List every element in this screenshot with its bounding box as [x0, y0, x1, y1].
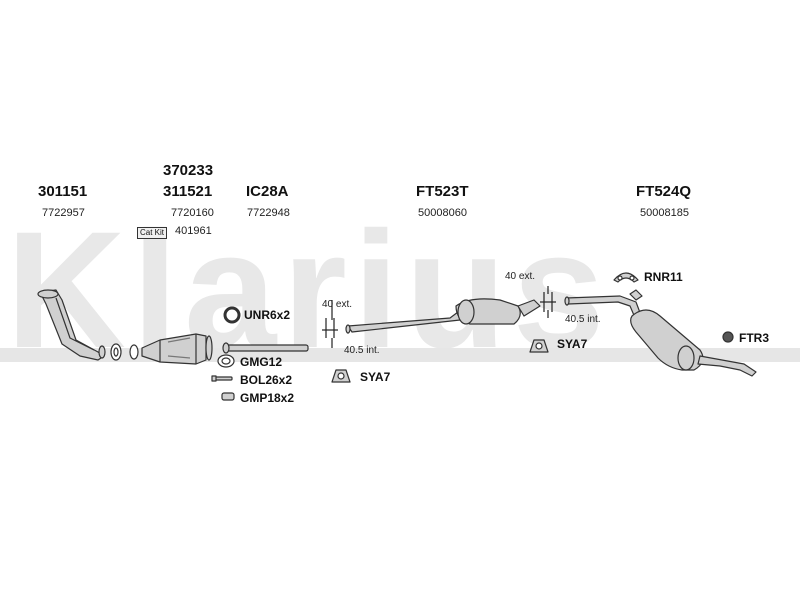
unr-ring-icon [223, 306, 241, 324]
left-ext-dimension: 40 ext. [322, 299, 353, 310]
connector-ref: 7722948 [247, 207, 290, 219]
right-joint-marks [540, 286, 556, 318]
front-pipe-ref: 7722957 [42, 207, 85, 219]
catalyst-code-top: 370233 [163, 162, 214, 179]
right-ext-dimension: 40 ext. [505, 271, 536, 282]
sya-left-label: SYA7 [360, 370, 391, 384]
connector-pipe-drawing [222, 342, 309, 354]
ftr-rubber-icon [722, 331, 734, 343]
bol-label: BOL26x2 [240, 373, 293, 387]
gmg-gasket-icon [217, 354, 235, 368]
catalyst-code: 311521 [163, 183, 213, 200]
middle-silencer-code: FT523T [416, 183, 469, 200]
bolt-icon [211, 375, 233, 382]
gmp-spring-icon [221, 392, 235, 401]
rnr-hanger-icon [613, 272, 639, 283]
gmg-label: GMG12 [240, 355, 283, 369]
rear-silencer-ref: 50008185 [640, 207, 689, 219]
rnr-label: RNR11 [644, 270, 683, 284]
catalyst-drawing [141, 333, 213, 365]
catalyst-ref: 7720160 [171, 207, 214, 219]
sya-left-mount-icon [331, 369, 351, 383]
left-int-dimension: 40.5 int. [344, 345, 380, 356]
left-joint-marks [322, 300, 338, 348]
rear-silencer-drawing [564, 289, 757, 377]
middle-silencer-ref: 50008060 [418, 207, 467, 219]
ftr-label: FTR3 [739, 331, 769, 345]
middle-silencer-drawing [345, 298, 541, 334]
front-pipe-code: 301151 [38, 183, 88, 200]
sya-right-mount-icon [529, 339, 549, 353]
catkit-ref: 401961 [175, 225, 212, 237]
front-pipe-drawing [37, 289, 106, 361]
gasket-ring-2 [129, 344, 139, 360]
catkit-badge: Cat Kit [137, 227, 168, 239]
connector-code: IC28A [246, 183, 289, 200]
sya-right-label: SYA7 [557, 337, 588, 351]
gasket-ring-1 [110, 343, 122, 361]
gmp-label: GMP18x2 [240, 391, 295, 405]
right-int-dimension: 40.5 int. [565, 314, 601, 325]
unr-label: UNR6x2 [244, 308, 291, 322]
rear-silencer-code: FT524Q [636, 183, 692, 200]
